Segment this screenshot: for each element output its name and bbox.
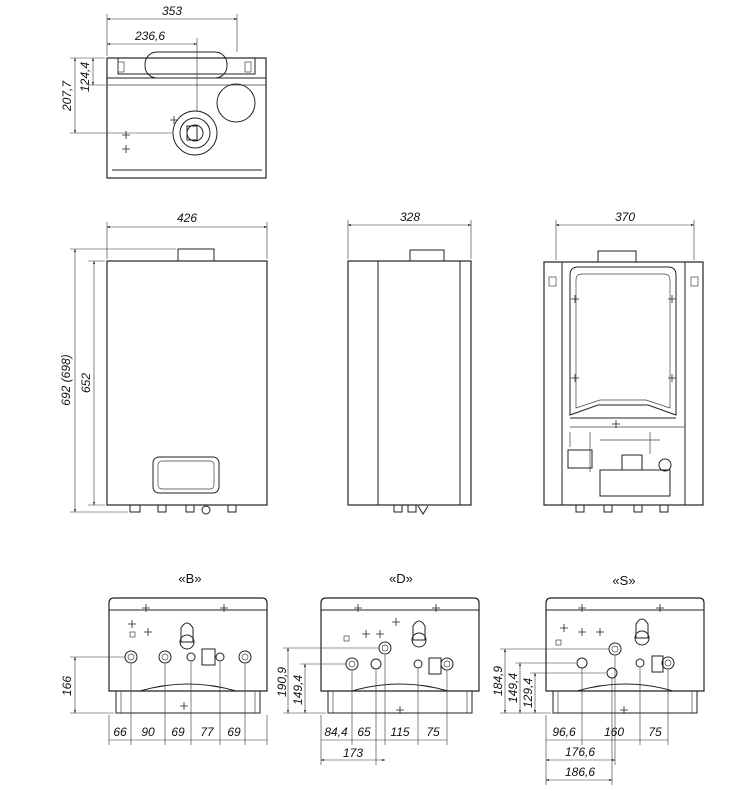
d-connections	[345, 641, 454, 675]
dim-d-total: 173	[343, 746, 363, 760]
front-flue-collar	[177, 248, 215, 262]
air-intake-circle	[216, 83, 256, 123]
heat-exchanger	[569, 266, 677, 416]
dim-d-h3: 115	[390, 725, 409, 739]
bottom-view-s: «S» 184,9 149,4 129,4	[491, 573, 705, 785]
dim-s-v2: 149,4	[506, 673, 520, 703]
view-label-d: «D»	[389, 571, 413, 586]
bottom-s-body	[545, 597, 705, 692]
front-view-body	[106, 260, 268, 506]
dim-side-depth: 328	[400, 210, 420, 224]
side-view-body	[347, 260, 472, 506]
dim-front-height-total: 692 (698)	[59, 354, 73, 405]
flue-outlet-circle	[172, 110, 218, 156]
dim-d-h4: 75	[426, 725, 440, 739]
dim-s-v1: 184,9	[491, 666, 505, 696]
b-connections	[124, 648, 252, 666]
dim-s-h1: 96,6	[552, 725, 576, 739]
dim-b-h5: 69	[227, 725, 241, 739]
dim-s-total1: 176,6	[565, 745, 595, 759]
dim-d-v1: 190,9	[275, 667, 289, 697]
dim-d-v2: 149,4	[291, 675, 305, 705]
side-flue-collar	[409, 249, 445, 262]
bottom-s-bracket	[552, 690, 698, 714]
bottom-d-body	[320, 597, 480, 692]
open-view: 370	[543, 210, 704, 513]
top-view: 353 236,6 207,7 124,4	[60, 4, 267, 179]
dim-open-width: 370	[615, 210, 635, 224]
control-panel-window	[152, 456, 220, 494]
dim-front-width: 426	[177, 211, 197, 225]
flue-cap	[144, 51, 228, 79]
dim-s-h3: 75	[648, 725, 662, 739]
dim-s-total2: 186,6	[565, 765, 595, 779]
dim-top-depth: 207,7	[60, 80, 74, 112]
dim-b-h4: 77	[200, 725, 215, 739]
dim-b-h2: 90	[141, 725, 155, 739]
dim-b-h1: 66	[113, 725, 127, 739]
valve-block	[567, 449, 593, 469]
dim-s-v3: 129,4	[521, 678, 535, 708]
dim-top-width: 353	[162, 4, 182, 18]
bottom-view-b: «B» 166 66 90 69 77 69	[60, 571, 268, 745]
side-view: 328	[347, 210, 472, 515]
open-view-frame	[543, 261, 704, 506]
bottom-b-body	[108, 597, 268, 692]
dim-d-h2: 65	[357, 725, 371, 739]
dim-b-height: 166	[60, 676, 74, 696]
dim-d-h1: 84,4	[324, 725, 348, 739]
top-view-body	[106, 57, 267, 179]
dim-s-h2: 160	[604, 725, 624, 739]
open-flue-collar	[597, 250, 637, 263]
bottom-b-bracket	[115, 690, 261, 714]
view-label-s: «S»	[612, 573, 635, 588]
front-view: 426 692 (698) 652	[59, 211, 268, 515]
dim-top-flue-x: 236,6	[134, 29, 165, 43]
view-label-b: «B»	[178, 571, 201, 586]
bottom-view-d: «D» 190,9 149,4 84,4 65 115	[275, 571, 480, 765]
dim-top-flue-y: 124,4	[78, 62, 92, 92]
dim-front-height-body: 652	[79, 373, 93, 393]
dim-b-h3: 69	[171, 725, 185, 739]
